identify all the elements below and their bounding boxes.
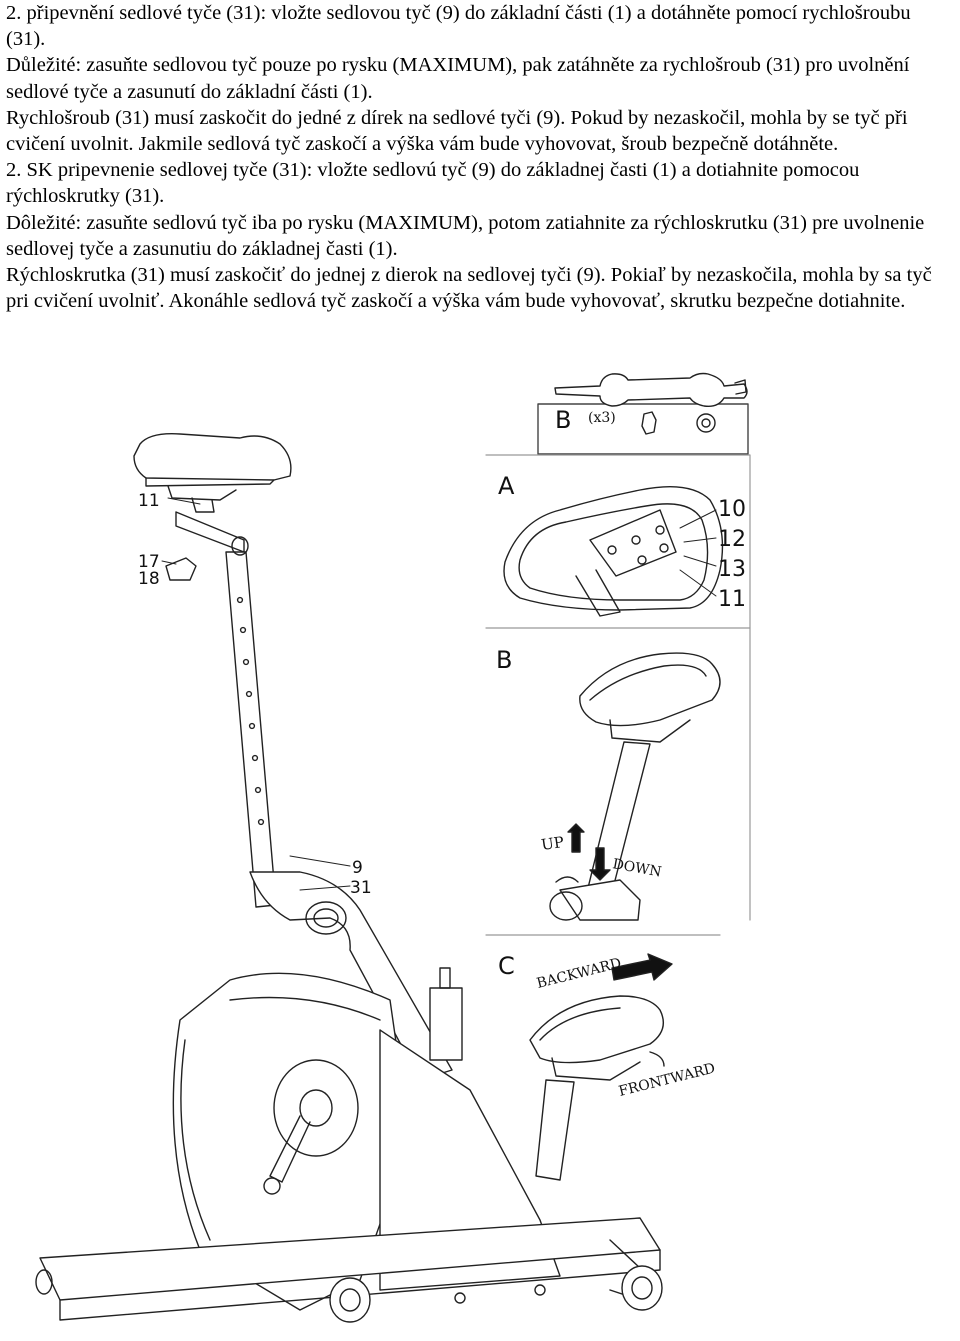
paragraph-cz-lock: Rychlošroub (31) musí zaskočit do jedné … xyxy=(6,106,908,156)
label-part-11: 11 xyxy=(138,491,160,511)
panel-a-part-10: 10 xyxy=(718,497,746,522)
panel-b xyxy=(485,627,751,921)
panel-a-part-12: 12 xyxy=(718,527,746,552)
tool-box-qty: (x3) xyxy=(588,410,616,426)
instruction-text: 2. připevnění sedlové tyče (31): vložte … xyxy=(6,0,954,314)
panel-c xyxy=(485,934,721,1181)
paragraph-cz-step: 2. připevnění sedlové tyče (31): vložte … xyxy=(6,2,911,51)
label-part-9: 9 xyxy=(352,858,363,878)
paragraph-cz-important: Důležité: zasuňte sedlovou tyč pouze po … xyxy=(6,54,910,103)
panel-a xyxy=(485,454,751,629)
label-part-17: 17 xyxy=(138,552,160,572)
panel-a-letter: A xyxy=(498,472,515,500)
paragraph-sk-step: 2. SK pripevnenie sedlovej tyče (31): vl… xyxy=(6,159,860,208)
backward-label: BACKWARD xyxy=(535,955,623,991)
panel-b-letter: B xyxy=(496,646,512,674)
panel-a-part-13: 13 xyxy=(718,557,746,582)
down-label: DOWN xyxy=(611,856,662,880)
panel-c-letter: C xyxy=(498,952,515,980)
bike-frame xyxy=(35,433,663,1323)
paragraph-sk-lock: Rýchloskrutka (31) musí zaskočiť do jedn… xyxy=(6,264,932,313)
panel-a-part-11: 11 xyxy=(718,587,746,612)
tool-box xyxy=(537,372,749,455)
paragraph-sk-important: Dôležité: zasuňte sedlovú tyč iba po rys… xyxy=(6,211,925,260)
up-label: UP xyxy=(540,833,565,854)
label-part-31: 31 xyxy=(350,878,372,898)
tool-box-letter: B xyxy=(555,406,571,434)
label-part-18: 18 xyxy=(138,569,160,589)
